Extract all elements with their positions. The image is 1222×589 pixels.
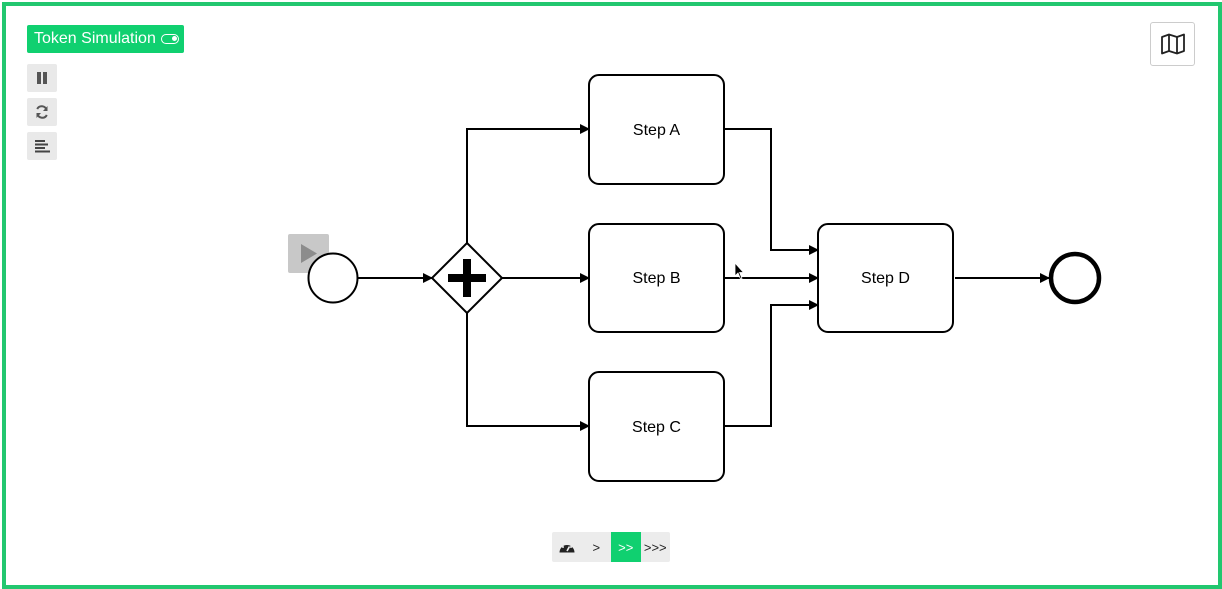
log-button[interactable] xyxy=(27,132,57,160)
mouse-cursor xyxy=(734,261,745,280)
end-event[interactable] xyxy=(1048,251,1102,305)
minimap-toggle-button[interactable] xyxy=(1150,22,1195,66)
speed-option-2[interactable]: >> xyxy=(611,532,641,562)
start-event[interactable] xyxy=(307,252,359,304)
speed-indicator xyxy=(552,532,582,562)
task-label: Step B xyxy=(632,270,680,287)
pause-button[interactable] xyxy=(27,64,57,92)
map-icon xyxy=(1160,33,1185,55)
task-step-d[interactable]: Step D xyxy=(817,223,954,333)
pause-icon xyxy=(37,72,47,84)
flow-gateway-to-step-c xyxy=(466,312,590,431)
reset-icon xyxy=(36,105,48,119)
speed-selector: > >> >>> xyxy=(552,532,670,562)
task-label: Step A xyxy=(633,122,680,139)
play-icon xyxy=(301,244,317,263)
speed-option-1[interactable]: > xyxy=(592,539,601,555)
log-icon xyxy=(35,140,50,153)
task-label: Step C xyxy=(632,419,681,436)
token-simulation-label: Token Simulation xyxy=(34,30,156,47)
reset-button[interactable] xyxy=(27,98,57,126)
flow-gateway-to-step-a xyxy=(466,124,590,244)
task-step-b[interactable]: Step B xyxy=(588,223,725,333)
task-step-c[interactable]: Step C xyxy=(588,371,725,482)
flow-step-c-to-step-d xyxy=(725,300,819,427)
speedometer-icon xyxy=(559,543,575,553)
task-label: Step D xyxy=(861,270,910,287)
flow-step-a-to-step-d xyxy=(725,128,819,255)
task-step-a[interactable]: Step A xyxy=(588,74,725,185)
parallel-gateway[interactable] xyxy=(430,241,504,315)
toggle-on-icon xyxy=(160,34,179,44)
speed-option-3[interactable]: >>> xyxy=(643,539,667,555)
token-simulation-toggle[interactable]: Token Simulation xyxy=(27,25,184,53)
